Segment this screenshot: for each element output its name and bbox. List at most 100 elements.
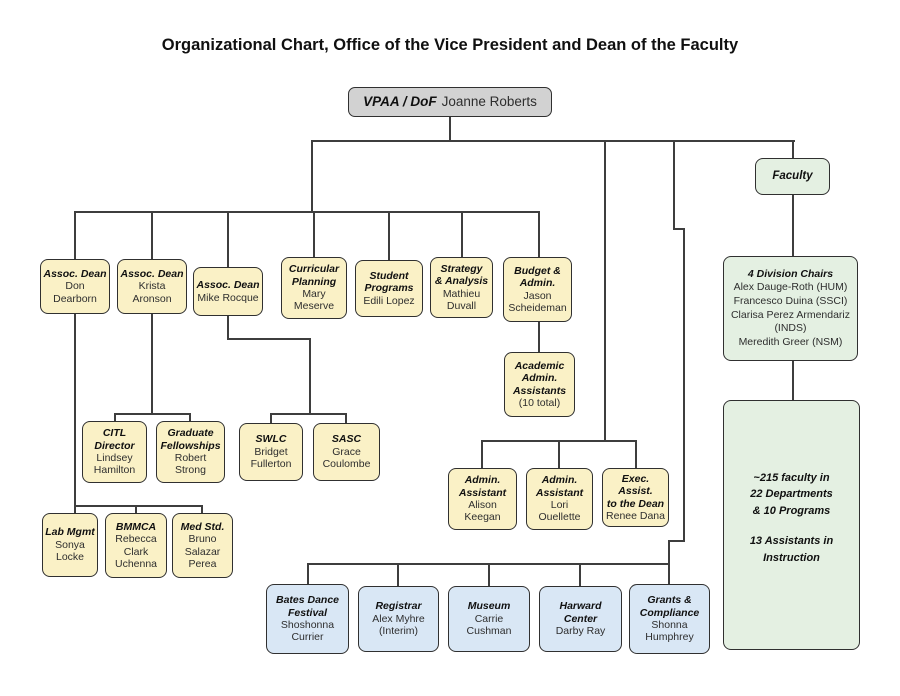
- node-title: Strategy & Analysis: [434, 262, 489, 288]
- node-student-programs: Student Programs Edili Lopez: [355, 260, 423, 317]
- node-title: Museum: [467, 600, 511, 613]
- connector: [668, 540, 684, 542]
- node-academic-admin-assistants: Academic Admin. Assistants (10 total): [504, 352, 575, 417]
- chart-title: Organizational Chart, Office of the Vice…: [161, 36, 739, 54]
- node-title: Assoc. Dean: [43, 267, 107, 280]
- connector: [579, 563, 581, 586]
- connector: [668, 540, 670, 564]
- connector: [673, 228, 685, 230]
- node-swlc: SWLC Bridget Fullerton: [239, 423, 303, 481]
- connector: [74, 313, 76, 514]
- node-grants-compliance: Grants & Compliance Shonna Humphrey: [629, 584, 710, 654]
- connector: [488, 563, 490, 586]
- node-person: Alex Myhre (Interim): [372, 612, 425, 638]
- connector: [135, 505, 137, 514]
- connector: [227, 315, 229, 339]
- connector: [74, 505, 203, 507]
- node-person: Bruno Salazar Perea: [184, 533, 221, 570]
- connector: [538, 211, 540, 258]
- node-faculty: Faculty: [755, 158, 830, 195]
- connector: [151, 211, 153, 259]
- connector: [635, 440, 637, 468]
- node-assoc-dean-aronson: Assoc. Dean Krista Aronson: [117, 259, 187, 314]
- connector: [683, 228, 685, 542]
- node-title: Lab Mgmt: [45, 526, 95, 539]
- node-role: VPAA / DoF: [363, 94, 437, 110]
- node-title: Assoc. Dean: [120, 267, 184, 280]
- node-person: Krista Aronson: [132, 280, 172, 305]
- connector: [114, 413, 116, 422]
- node-person: Edili Lopez: [363, 294, 415, 307]
- node-person: Joanne Roberts: [441, 94, 537, 110]
- connector: [397, 563, 399, 586]
- node-admin-assistant-keegan: Admin. Assistant Alison Keegan: [448, 468, 517, 530]
- connector: [792, 360, 794, 400]
- connector: [558, 440, 560, 468]
- node-person: Carrie Cushman: [466, 612, 512, 638]
- node-faculty-summary: ~215 faculty in 22 Departments & 10 Prog…: [723, 400, 860, 650]
- node-title: Budget & Admin.: [514, 264, 561, 290]
- node-title: CITL Director: [94, 427, 135, 452]
- connector: [668, 563, 670, 584]
- node-citl-director: CITL Director Lindsey Hamilton: [82, 421, 147, 483]
- connector: [311, 140, 795, 142]
- node-person: Mathieu Duvall: [442, 287, 481, 312]
- node-title: Academic Admin. Assistants: [512, 359, 567, 397]
- node-registrar: Registrar Alex Myhre (Interim): [358, 586, 439, 652]
- node-assoc-dean-rocque: Assoc. Dean Mike Rocque: [193, 267, 263, 316]
- connector: [449, 117, 451, 141]
- node-title: Faculty: [772, 169, 813, 182]
- node-title: Grants & Compliance: [639, 594, 700, 619]
- node-title: Bates Dance Festival: [275, 594, 340, 619]
- connector: [114, 413, 191, 415]
- node-division-chairs: 4 Division Chairs Alex Dauge-Roth (HUM) …: [723, 256, 858, 361]
- node-person: Shonna Humphrey: [645, 619, 694, 644]
- connector: [792, 194, 794, 256]
- node-person: Renee Dana: [606, 509, 665, 522]
- connector: [201, 505, 203, 514]
- node-person: Shoshonna Currier: [280, 619, 335, 644]
- connector: [538, 322, 540, 352]
- node-person: Robert Strong: [174, 452, 207, 477]
- node-exec-assistant-dean: Exec. Assist. to the Dean Renee Dana: [602, 468, 669, 527]
- node-title: Assoc. Dean: [196, 279, 260, 292]
- node-budget-admin: Budget & Admin. Jason Scheideman: [503, 257, 572, 322]
- node-person: Don Dearborn: [53, 280, 97, 305]
- node-admin-assistant-ouellette: Admin. Assistant Lori Ouellette: [526, 468, 593, 530]
- summary-faculty-count: ~215 faculty in 22 Departments & 10 Prog…: [750, 471, 833, 517]
- node-count: (10 total): [518, 396, 561, 409]
- connector: [345, 413, 347, 424]
- connector: [270, 413, 347, 415]
- connector: [74, 211, 76, 259]
- node-med-std: Med Std. Bruno Salazar Perea: [172, 513, 233, 578]
- node-person: Lori Ouellette: [538, 499, 581, 524]
- node-graduate-fellowships: Graduate Fellowships Robert Strong: [156, 421, 225, 483]
- connector: [74, 211, 540, 213]
- node-title: Curricular Planning: [288, 263, 340, 288]
- connector: [673, 140, 675, 229]
- node-title: Registrar: [375, 600, 422, 613]
- connector: [270, 413, 272, 424]
- node-title: Exec. Assist. to the Dean: [606, 472, 665, 510]
- node-person: Jason Scheideman: [508, 289, 567, 314]
- connector: [388, 211, 390, 261]
- connector: [307, 563, 309, 584]
- node-harward-center: Harward Center Darby Ray: [539, 586, 622, 652]
- node-museum: Museum Carrie Cushman: [448, 586, 530, 652]
- node-person: Grace Coulombe: [322, 445, 371, 471]
- node-assoc-dean-dearborn: Assoc. Dean Don Dearborn: [40, 259, 110, 314]
- node-person: Bridget Fullerton: [250, 445, 292, 471]
- node-person: Darby Ray: [555, 625, 606, 638]
- node-strategy-analysis: Strategy & Analysis Mathieu Duvall: [430, 257, 493, 318]
- connector: [792, 140, 794, 158]
- node-title: Admin. Assistant: [535, 474, 584, 499]
- connector: [311, 140, 313, 212]
- connector: [151, 313, 153, 414]
- node-title: 4 Division Chairs: [747, 267, 834, 280]
- node-persons: Alex Dauge-Roth (HUM) Francesco Duina (S…: [730, 281, 851, 348]
- node-sasc: SASC Grace Coulombe: [313, 423, 380, 481]
- node-person: Mary Meserve: [293, 288, 335, 313]
- node-bates-dance-festival: Bates Dance Festival Shoshonna Currier: [266, 584, 349, 654]
- node-title: SASC: [331, 433, 362, 446]
